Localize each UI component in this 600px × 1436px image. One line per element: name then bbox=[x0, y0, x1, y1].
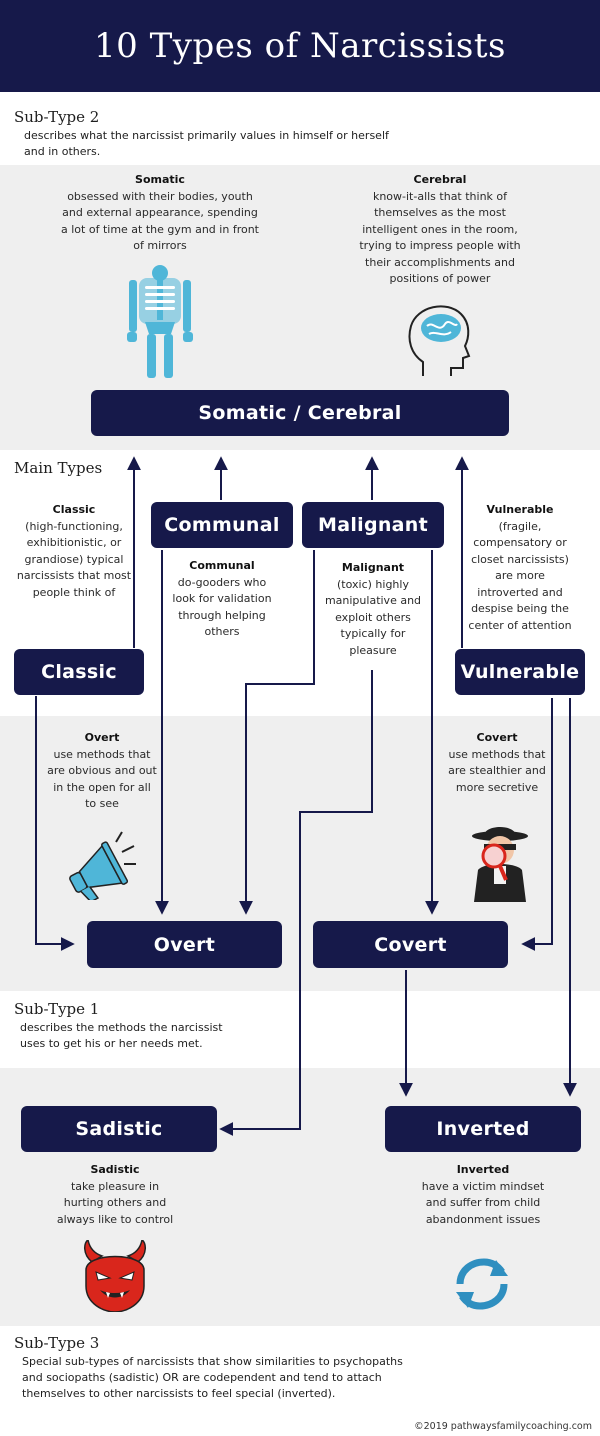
somatic-cerebral-box: Somatic / Cerebral bbox=[91, 390, 509, 436]
subtype3-title: Sub-Type 3 bbox=[14, 1334, 100, 1352]
communal-description: Communal do-gooders who look for validat… bbox=[170, 558, 274, 641]
sadistic-text: take pleasure in hurting others and alwa… bbox=[56, 1179, 174, 1226]
classic-box: Classic bbox=[14, 649, 144, 695]
inverted-text: have a victim mindset and suffer from ch… bbox=[421, 1179, 545, 1226]
main-types-title: Main Types bbox=[14, 459, 103, 477]
vulnerable-description: Vulnerable (fragile, compensatory or clo… bbox=[464, 502, 576, 634]
page-title: 10 Types of Narcissists bbox=[94, 26, 506, 66]
malignant-to-sadistic-arrow bbox=[219, 670, 373, 1136]
sadistic-description: Sadistic take pleasure in hurting others… bbox=[50, 1162, 180, 1228]
vulnerable-title: Vulnerable bbox=[486, 503, 554, 516]
cycle-arrows-icon bbox=[456, 1258, 508, 1310]
cerebral-title: Cerebral bbox=[413, 173, 467, 186]
vulnerable-text: (fragile, compensatory or closet narciss… bbox=[468, 519, 572, 632]
subtype3-section: Sub-Type 3 Special sub-types of narcissi… bbox=[14, 1334, 584, 1402]
somatic-description: Somatic obsessed with their bodies, yout… bbox=[60, 172, 260, 255]
sadistic-box: Sadistic bbox=[21, 1106, 217, 1152]
overt-box: Overt bbox=[87, 921, 282, 968]
spy-icon bbox=[472, 827, 528, 902]
malignant-text: (toxic) highly manipulative and exploit … bbox=[324, 577, 422, 657]
malignant-title: Malignant bbox=[341, 561, 405, 574]
classic-title: Classic bbox=[52, 503, 96, 516]
subtype1-title: Sub-Type 1 bbox=[14, 1000, 100, 1018]
covert-title: Covert bbox=[476, 731, 518, 744]
cerebral-text: know-it-alls that think of themselves as… bbox=[359, 189, 521, 286]
subtype1-section: Sub-Type 1 describes the methods the nar… bbox=[14, 1000, 574, 1052]
subtype3-description: Special sub-types of narcissists that sh… bbox=[22, 1355, 403, 1400]
footer-credit: ©2019 pathwaysfamilycoaching.com bbox=[414, 1421, 592, 1432]
inverted-description: Inverted have a victim mindset and suffe… bbox=[418, 1162, 548, 1228]
classic-to-overt-arrow bbox=[35, 696, 75, 951]
inverted-box: Inverted bbox=[385, 1106, 581, 1152]
subtype2-section: Sub-Type 2 describes what the narcissist… bbox=[14, 108, 574, 160]
subtype2-title: Sub-Type 2 bbox=[14, 108, 100, 126]
vulnerable-to-covert-arrow bbox=[521, 698, 553, 951]
communal-text: do-gooders who look for validation throu… bbox=[172, 575, 272, 639]
devil-icon bbox=[84, 1240, 146, 1312]
sadistic-title: Sadistic bbox=[90, 1163, 140, 1176]
covert-description: Covert use methods that are stealthier a… bbox=[444, 730, 550, 796]
classic-description: Classic (high-functioning, exhibitionist… bbox=[16, 502, 132, 601]
somatic-title: Somatic bbox=[135, 173, 185, 186]
classic-text: (high-functioning, exhibitionistic, or g… bbox=[16, 519, 132, 599]
communal-box: Communal bbox=[151, 502, 293, 548]
overt-description: Overt use methods that are obvious and o… bbox=[46, 730, 158, 813]
malignant-box: Malignant bbox=[302, 502, 444, 548]
vulnerable-box: Vulnerable bbox=[455, 649, 585, 695]
covert-text: use methods that are stealthier and more… bbox=[448, 747, 546, 794]
covert-box: Covert bbox=[313, 921, 508, 968]
malignant-to-overt-arrow bbox=[239, 550, 315, 915]
subtype1-description: describes the methods the narcissist use… bbox=[20, 1021, 223, 1050]
somatic-text: obsessed with their bodies, youth and ex… bbox=[61, 189, 259, 253]
overt-text: use methods that are obvious and out in … bbox=[47, 747, 157, 811]
header-bar: 10 Types of Narcissists bbox=[0, 0, 600, 92]
skeleton-icon bbox=[127, 265, 193, 378]
megaphone-icon bbox=[69, 831, 136, 900]
inverted-title: Inverted bbox=[456, 1163, 510, 1176]
communal-title: Communal bbox=[189, 559, 255, 572]
subtype2-description: describes what the narcissist primarily … bbox=[24, 129, 389, 158]
overt-title: Overt bbox=[84, 731, 120, 744]
cerebral-description: Cerebral know-it-alls that think of them… bbox=[345, 172, 535, 288]
brain-head-icon bbox=[408, 305, 471, 376]
malignant-description: Malignant (toxic) highly manipulative an… bbox=[316, 560, 430, 659]
